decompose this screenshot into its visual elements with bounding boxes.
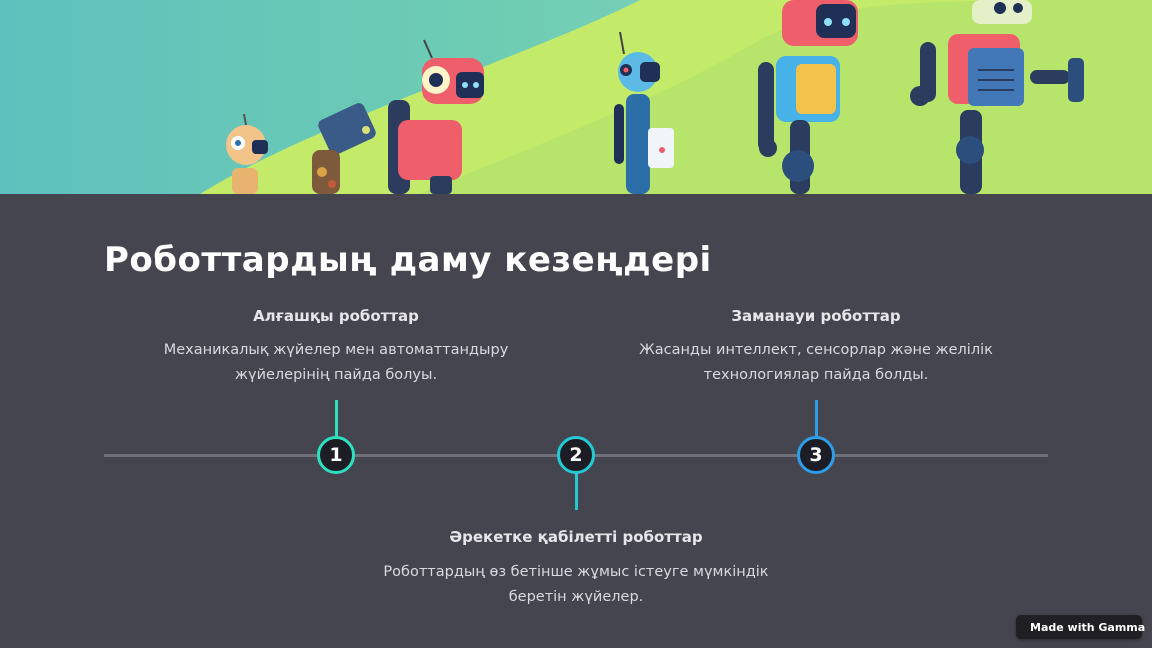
step-3-description: Жасанды интеллект, сенсорлар және желілі…	[639, 342, 993, 383]
page-title: Роботтардың даму кезеңдері	[104, 240, 712, 280]
step-2-description: Роботтардың өз бетінше жұмыс істеуге мүм…	[383, 564, 769, 605]
step-3-marker: 3	[797, 436, 835, 474]
step-2-connector	[575, 472, 578, 510]
robots-evolution-illustration	[0, 0, 1152, 194]
step-2-marker: 2	[557, 436, 595, 474]
step-1-description: Механикалық жүйелер мен автоматтандыру ж…	[163, 342, 509, 383]
step-2-title: Әрекетке қабілетті роботтар	[449, 528, 703, 546]
hero-image	[0, 0, 1152, 194]
badge-label: Made with Gamma	[1030, 620, 1146, 634]
step-3-title: Заманауи роботтар	[731, 307, 901, 325]
made-with-gamma-badge[interactable]: Made with Gamma	[1016, 615, 1146, 639]
step-1-connector	[335, 400, 338, 438]
step-3-connector	[815, 400, 818, 438]
step-1-marker: 1	[317, 436, 355, 474]
step-1-title: Алғашқы роботтар	[253, 307, 419, 325]
